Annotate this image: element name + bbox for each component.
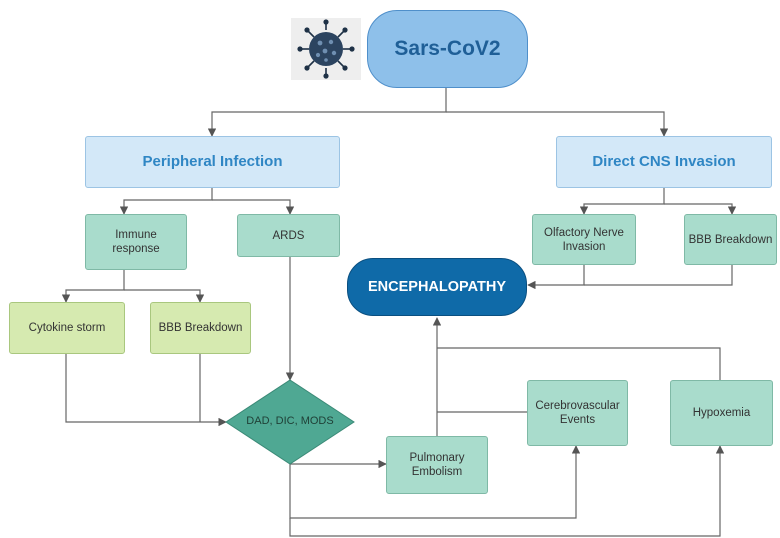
- connector-diamond-cerebro: [289, 445, 581, 519]
- connector-immune-cytokine: [61, 270, 125, 303]
- cerebrovascular-events-node: Cerebrovascular Events: [527, 380, 628, 446]
- ards-node: ARDS: [237, 214, 340, 257]
- immune-response-label: Immune response: [112, 229, 160, 255]
- connector-olfactory-enc: [527, 265, 585, 290]
- decision-diamond: [225, 379, 355, 465]
- bbb-breakdown-right-node: BBB Breakdown: [684, 214, 777, 265]
- root-label: Sars-CoV2: [394, 37, 501, 60]
- cns-invasion-label: Direct CNS Invasion: [592, 153, 736, 170]
- bbb-breakdown-right-label: BBB Breakdown: [688, 233, 773, 246]
- olfactory-nerve-label: Olfactory Nerve Invasion: [544, 226, 624, 253]
- decision-label: DAD, DIC, MODS: [230, 415, 350, 427]
- coronavirus-icon: [291, 18, 361, 80]
- cytokine-storm-label: Cytokine storm: [28, 322, 106, 334]
- immune-response-node: Immune response: [85, 214, 187, 270]
- connector-hypoxemia-trunk: [437, 347, 721, 380]
- cns-invasion-node: Direct CNS Invasion: [556, 136, 772, 188]
- cytokine-storm-node: Cytokine storm: [9, 302, 125, 354]
- decision-text: DAD, DIC, MODS: [246, 415, 334, 427]
- connector-peripheral-ards: [212, 199, 295, 215]
- cerebrovascular-events-label: Cerebrovascular Events: [535, 400, 620, 426]
- bbb-breakdown-left-label: BBB Breakdown: [158, 322, 243, 334]
- connector-bbb-right-enc: [584, 265, 733, 286]
- encephalopathy-node: ENCEPHALOPATHY: [347, 258, 527, 316]
- peripheral-infection-node: Peripheral Infection: [85, 136, 340, 188]
- connector-cns-olfactory: [579, 188, 665, 215]
- connector-peripheral-immune: [119, 188, 213, 215]
- peripheral-infection-label: Peripheral Infection: [142, 153, 283, 170]
- bbb-breakdown-left-node: BBB Breakdown: [150, 302, 251, 354]
- pulmonary-embolism-label: Pulmonary Embolism: [409, 452, 465, 478]
- olfactory-nerve-node: Olfactory Nerve Invasion: [532, 214, 636, 265]
- connector-diamond-hypoxemia: [289, 445, 725, 537]
- hypoxemia-node: Hypoxemia: [670, 380, 773, 446]
- encephalopathy-label: ENCEPHALOPATHY: [367, 279, 507, 295]
- connector-immune-bbb: [124, 289, 205, 303]
- pulmonary-embolism-node: Pulmonary Embolism: [386, 436, 488, 494]
- ards-label: ARDS: [272, 229, 305, 242]
- connector-root-cns: [446, 111, 669, 137]
- hypoxemia-label: Hypoxemia: [692, 407, 751, 419]
- connector-cytokine-diamond: [65, 354, 227, 427]
- root-node: Sars-CoV2: [367, 10, 528, 88]
- connector-cns-bbb: [664, 203, 737, 215]
- connector-root-peripheral: [207, 88, 447, 137]
